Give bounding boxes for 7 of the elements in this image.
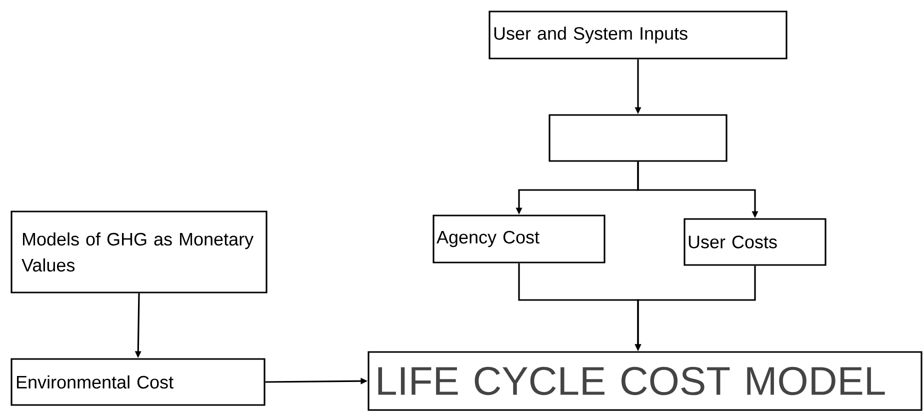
process-box: Environmental Cost [10, 358, 266, 406]
model-box: LIFE CYCLE COST MODEL [368, 351, 922, 411]
process-box: User and System Inputs [488, 10, 788, 60]
process-box: User Costs [684, 218, 826, 266]
empty-box [548, 114, 728, 162]
process-box: Agency Cost [432, 214, 606, 264]
process-box: Models of GHG as Monetary Values [10, 210, 268, 294]
